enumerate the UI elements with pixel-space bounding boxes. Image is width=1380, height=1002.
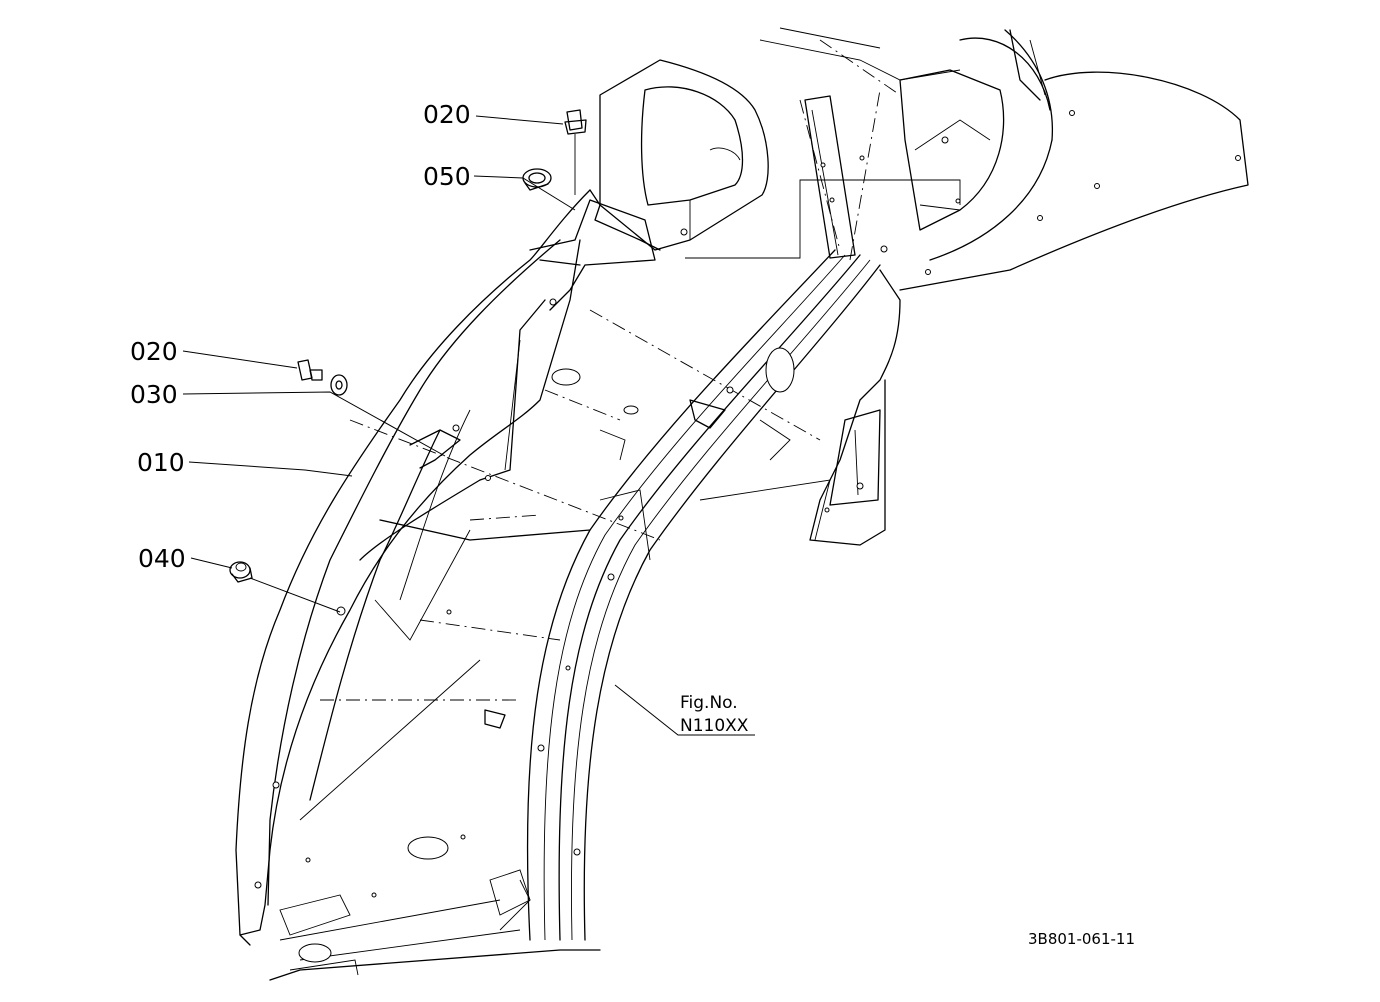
fig-reference-number: N110XX (680, 716, 749, 736)
label-part-040: 040 (138, 544, 186, 573)
upper-cover (589, 59, 961, 259)
label-part-010: 010 (137, 448, 185, 477)
bolt-020-top (564, 109, 587, 195)
fig-reference-title: Fig.No. (680, 693, 738, 713)
label-part-030: 030 (130, 380, 178, 409)
plug-040 (229, 561, 253, 583)
leader-lines (182, 115, 755, 736)
label-part-020-mid: 020 (130, 337, 178, 366)
label-part-020-top: 020 (423, 100, 471, 129)
cab-frame-structure (269, 27, 1249, 981)
bolt-020-mid (297, 359, 323, 381)
label-part-050: 050 (423, 162, 471, 191)
drawing-code: 3B801-061-11 (1028, 930, 1135, 948)
washer-030 (330, 374, 348, 396)
part-010-fender-panel (235, 189, 656, 946)
